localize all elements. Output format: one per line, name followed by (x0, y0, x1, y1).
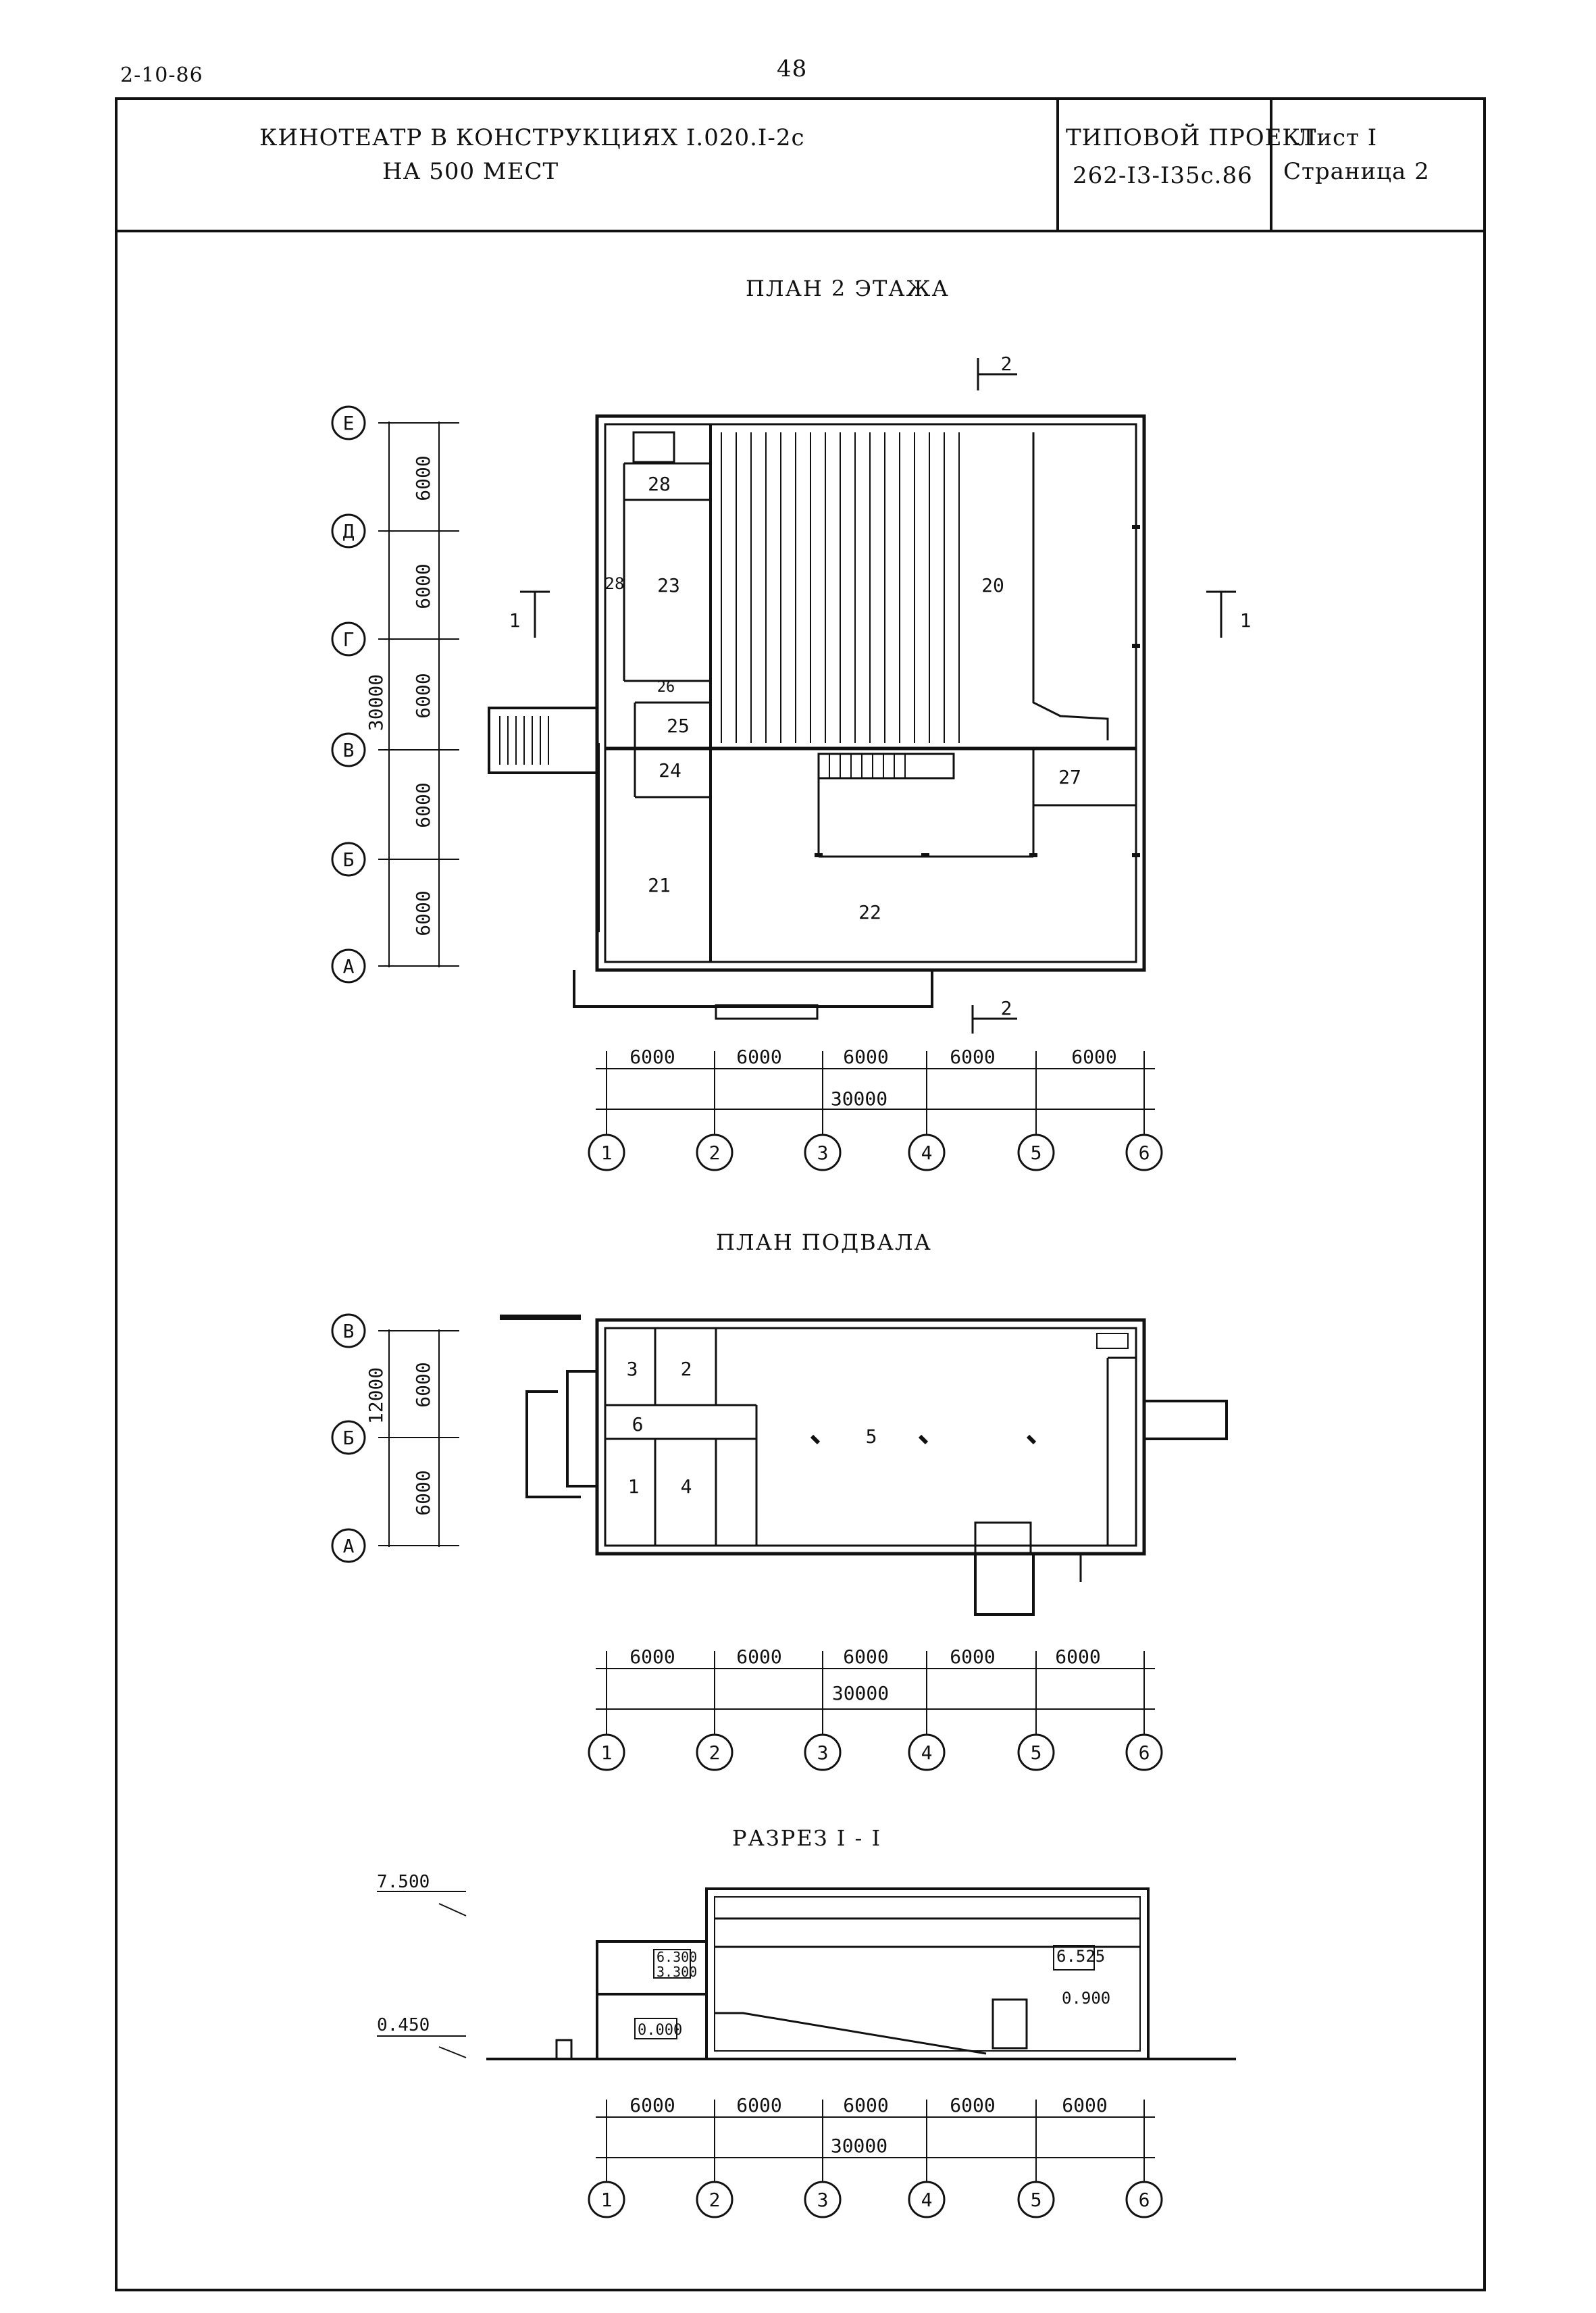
plan2-axis-row-6: А (343, 955, 355, 977)
basement-axis-col-4: 4 (921, 1742, 933, 1764)
plan2-col-dim-4: 6000 (950, 1046, 995, 1068)
basement-axis-col-1: 1 (601, 1742, 613, 1764)
plan2-room-26: 26 (657, 679, 675, 696)
plan2-axis-col-6: 6 (1139, 1142, 1150, 1164)
plan2-axis-row-3: Г (343, 628, 355, 651)
plan2-axis-col-3: 3 (817, 1142, 829, 1164)
plan2-room-28-top: 28 (648, 473, 671, 495)
plan2-room-27: 27 (1058, 766, 1081, 788)
plan2-col-dim-3: 6000 (843, 1046, 888, 1068)
plan2-section-mark-bottom: 2 (1001, 997, 1012, 1019)
section-col-dim-4: 6000 (950, 2094, 995, 2116)
typical-project-number: 262-I3-I35с.86 (1073, 162, 1253, 189)
basement-room-5: 5 (866, 1425, 877, 1448)
section-col-dim-5: 6000 (1062, 2094, 1107, 2116)
section-level-0450: 0.450 (377, 2015, 430, 2035)
section-axis-col-1: 1 (601, 2189, 613, 2211)
page-label: Страница 2 (1283, 158, 1430, 185)
plan2-row-dim-5: 6000 (412, 890, 434, 936)
plan2-col-dim-2: 6000 (736, 1046, 781, 1068)
basement-room-3: 3 (627, 1358, 638, 1380)
plan2-row-dim-1: 6000 (412, 455, 434, 501)
section-col-dim-1: 6000 (629, 2094, 675, 2116)
plan2-room-20: 20 (981, 574, 1004, 596)
plan2-axis-col-5: 5 (1031, 1142, 1042, 1164)
typical-project-label: ТИПОВОЙ ПРОЕКТ (1066, 124, 1317, 151)
project-title-line2: НА 500 МЕСТ (382, 158, 559, 185)
plan2-axis-col-4: 4 (921, 1142, 933, 1164)
section-level-0900: 0.900 (1062, 1989, 1110, 2008)
basement-row-dim-1: 6000 (412, 1362, 434, 1407)
plan2-row-total: 30000 (365, 674, 387, 731)
plan2-axis-row-4: В (343, 739, 355, 761)
basement-plan-title: ПЛАН ПОДВАЛА (716, 1229, 932, 1255)
section-axis-col-5: 5 (1031, 2189, 1042, 2211)
section-level-6300: 6.300 (657, 1949, 697, 1965)
basement-col-dim-2: 6000 (736, 1646, 781, 1668)
section-col-dim-3: 6000 (843, 2094, 888, 2116)
basement-col-dim-4: 6000 (950, 1646, 995, 1668)
plan2-room-23: 23 (657, 574, 680, 596)
section-axis-col-3: 3 (817, 2189, 829, 2211)
plan2-axis-col-1: 1 (601, 1142, 613, 1164)
basement-room-1: 1 (628, 1475, 640, 1498)
section-level-7500: 7.500 (377, 1872, 430, 1892)
section-title: РАЗРЕЗ I - I (732, 1825, 882, 1851)
basement-room-2: 2 (681, 1358, 692, 1380)
basement-axis-col-5: 5 (1031, 1742, 1042, 1764)
second-floor-plan (331, 358, 1236, 1171)
basement-plan (331, 1313, 1228, 1771)
basement-col-dim-5: 6000 (1055, 1646, 1100, 1668)
plan2-room-25: 25 (667, 715, 690, 737)
plan2-room-28-left: 28 (605, 574, 625, 593)
basement-axis-row-3: А (343, 1535, 355, 1557)
section-col-total: 30000 (831, 2135, 887, 2157)
basement-row-total: 12000 (365, 1367, 387, 1424)
plan2-axis-row-5: Б (343, 848, 355, 871)
plan2-axis-row-1: Е (343, 412, 355, 434)
basement-room-6: 6 (632, 1413, 644, 1435)
plan2-section-mark-left: 1 (509, 609, 521, 632)
sheet-label: Лист I (1297, 124, 1378, 151)
plan2-row-dim-3: 6000 (412, 673, 434, 718)
plan2-row-dim-2: 6000 (412, 563, 434, 609)
basement-col-dim-3: 6000 (843, 1646, 888, 1668)
plan2-col-dim-1: 6000 (629, 1046, 675, 1068)
basement-axis-row-1: В (343, 1320, 355, 1342)
plan2-room-21: 21 (648, 874, 671, 896)
plan2-col-dim-5: 6000 (1071, 1046, 1116, 1068)
basement-room-4: 4 (681, 1475, 692, 1498)
document-code: 2-10-86 (120, 63, 203, 87)
plan2-row-dim-4: 6000 (412, 782, 434, 828)
plan2-axis-col-2: 2 (709, 1142, 721, 1164)
basement-row-dim-2: 6000 (412, 1470, 434, 1515)
basement-col-dim-1: 6000 (629, 1646, 675, 1668)
basement-axis-row-2: Б (343, 1427, 355, 1449)
basement-axis-col-2: 2 (709, 1742, 721, 1764)
section-axis-col-2: 2 (709, 2189, 721, 2211)
sheet-frame (115, 97, 1486, 2291)
project-title-line1: КИНОТЕАТР В КОНСТРУКЦИЯХ I.020.I-2с (259, 124, 805, 151)
basement-axis-col-3: 3 (817, 1742, 829, 1764)
section-col-dim-2: 6000 (736, 2094, 781, 2116)
section-1-1 (377, 1887, 1236, 2218)
page-number: 48 (777, 55, 808, 82)
plan2-col-total: 30000 (831, 1088, 887, 1110)
section-level-0000: 0.000 (638, 2022, 682, 2039)
plan2-room-22: 22 (858, 901, 881, 923)
basement-axis-col-6: 6 (1139, 1742, 1150, 1764)
plan2-section-mark-right: 1 (1240, 609, 1252, 632)
section-axis-col-6: 6 (1139, 2189, 1150, 2211)
plan2-axis-row-2: Д (343, 520, 355, 542)
section-level-3300: 3.300 (657, 1964, 697, 1980)
plan2-room-24: 24 (659, 759, 681, 782)
plan-2-floor-title: ПЛАН 2 ЭТАЖА (746, 276, 950, 301)
basement-col-total: 30000 (832, 1682, 889, 1704)
section-level-6525: 6.525 (1056, 1947, 1105, 1966)
plan2-section-mark-top: 2 (1001, 353, 1012, 375)
section-axis-col-4: 4 (921, 2189, 933, 2211)
